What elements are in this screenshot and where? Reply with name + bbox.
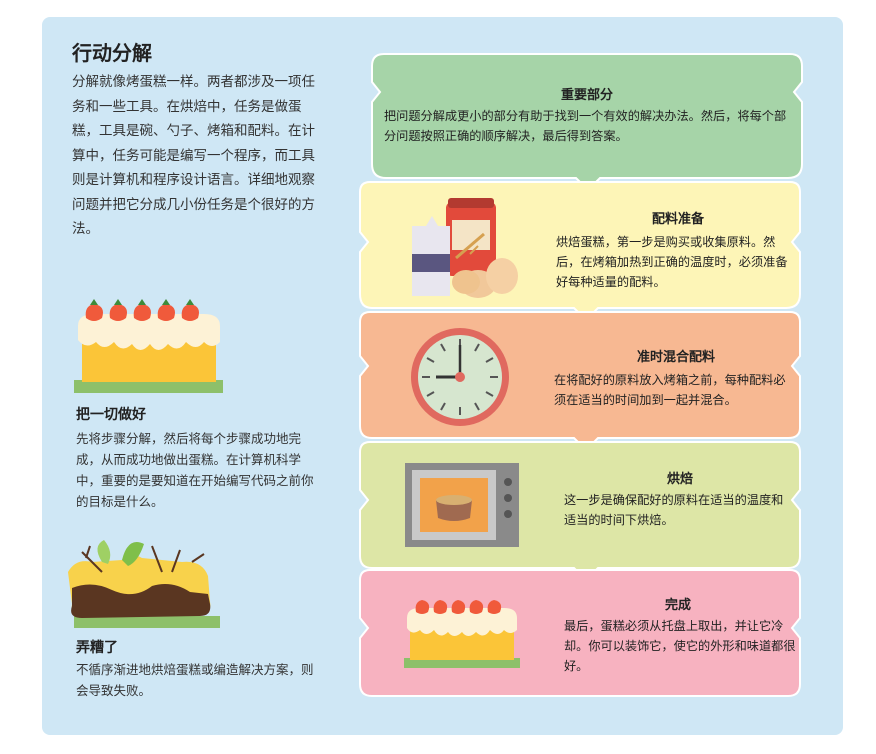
step-title: 配料准备 (651, 212, 704, 227)
burnt-cake-icon (68, 540, 220, 628)
step-title: 准时混合配料 (636, 350, 715, 365)
cake-icon (74, 299, 223, 393)
bad-text: 不循序渐进地烘焙蛋糕或编造解决方案，则会导致失败。 (76, 662, 314, 698)
clock-icon (411, 328, 509, 426)
good-text: 先将步骤分解，然后将每个步骤成功地完成，从而成功地做出蛋糕。在计算机科学中，重要… (76, 431, 314, 509)
step-title: 烘焙 (666, 472, 693, 487)
bad-title: 弄糟了 (76, 640, 118, 656)
step-text: 最后，蛋糕必须从托盘上取出，并让它冷却。你可以装饰它，使它的外形和味道都很好。 (564, 619, 796, 673)
intro-text: 分解就像烤蛋糕一样。两者都涉及一项任务和一些工具。在烘焙中，任务是做蛋糕，工具是… (72, 74, 315, 237)
step-text: 这一步是确保配好的原料在适当的温度和适当的时间下烘焙。 (564, 493, 784, 527)
step-title: 重要部分 (560, 88, 613, 103)
good-title: 把一切做好 (76, 407, 146, 423)
oven-icon (405, 463, 519, 547)
step-text: 烘焙蛋糕，第一步是购买或收集原料。然后，在烤箱加热到正确的温度时，必须准备好每种… (556, 235, 788, 289)
step-title: 完成 (664, 598, 691, 613)
step-text: 把问题分解成更小的部分有助于找到一个有效的解决办法。然后，将每个部分问题按照正确… (384, 109, 787, 143)
step-text: 在将配好的原料放入烤箱之前，每种配料必须在适当的时间加到一起并混合。 (554, 373, 786, 407)
page-title: 行动分解 (72, 41, 152, 65)
step-important-parts: 重要部分 把问题分解成更小的部分有助于找到一个有效的解决办法。然后，将每个部分问… (370, 52, 804, 192)
cake-icon (404, 600, 520, 668)
ingredients-icon (412, 198, 518, 298)
